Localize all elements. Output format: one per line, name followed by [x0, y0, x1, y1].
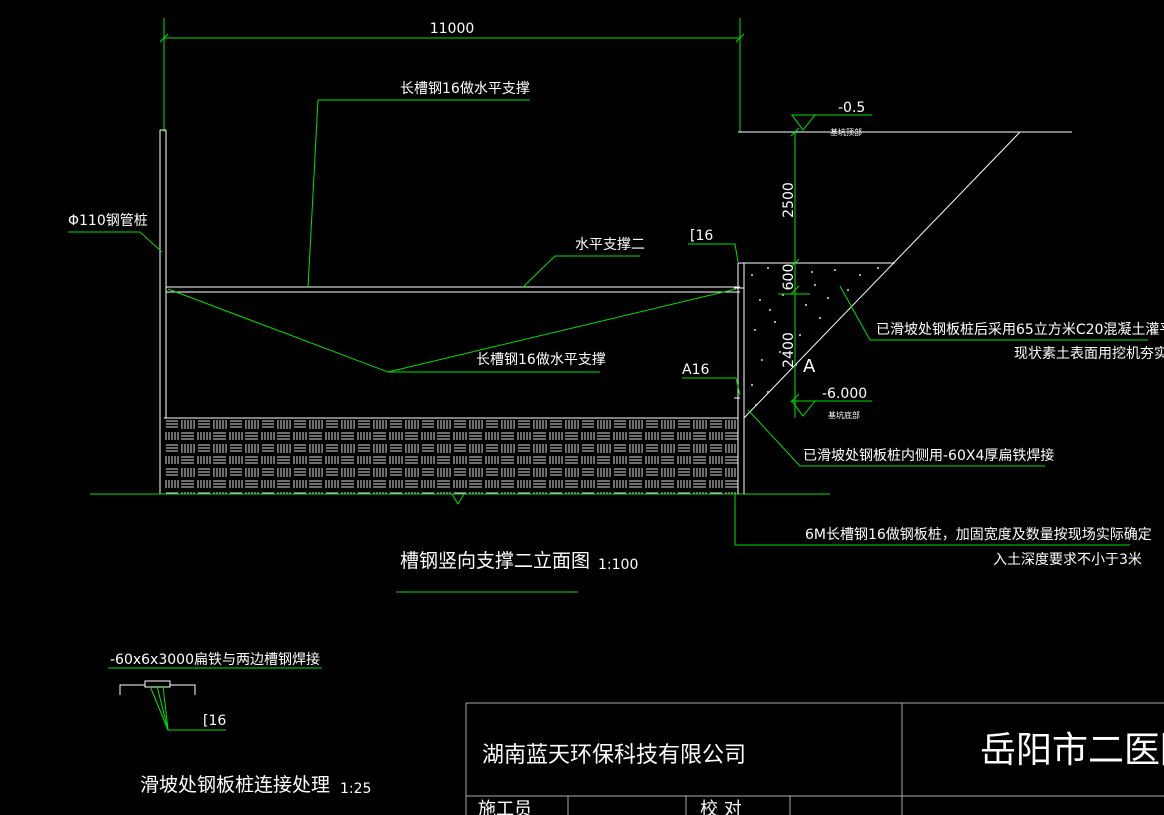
- row-label-2: 校 对: [700, 799, 742, 815]
- company-name: 湖南蓝天环保科技有限公司: [482, 743, 746, 768]
- level-bottom-note: 基坑底部: [828, 410, 860, 420]
- level-bottom-text: -6.000: [822, 386, 867, 402]
- leader-pipe-pile: Φ110钢管桩: [68, 212, 163, 253]
- level-marker-bottom: -6.000 基坑底部: [791, 386, 872, 420]
- project-name: 岳阳市二医院: [980, 730, 1164, 771]
- detail-title: 滑坡处钢板桩连接处理: [140, 774, 330, 796]
- soil-hatch: [164, 417, 738, 494]
- level-top-note: 基坑顶部: [830, 127, 862, 137]
- row-label-1: 施工员: [478, 799, 532, 815]
- sheet-pile-right: [734, 262, 745, 494]
- label-a16: A16: [682, 362, 709, 378]
- elevation-scale: 1:100: [598, 557, 638, 573]
- leader-a16: A16: [682, 362, 741, 396]
- note-sheet-pile-line2: 入土深度要求不小于3米: [993, 552, 1142, 568]
- detail-note: -60x6x3000扁铁与两边槽钢焊接: [110, 651, 320, 668]
- label-horizontal-support-2: 水平支撑二: [575, 237, 645, 253]
- detail-scale: 1:25: [340, 781, 371, 797]
- leader-horizontal-support: 水平支撑二: [521, 237, 645, 289]
- v-bracing: [167, 288, 737, 373]
- note-sheet-pile-line1: 6M长槽钢16做钢板桩，加固宽度及数量按现场实际确定: [805, 526, 1152, 543]
- leader-long-channel-mid: 长槽钢16做水平支撑: [388, 352, 606, 373]
- title-block: 湖南蓝天环保科技有限公司 岳阳市二医院 施工员 校 对: [465, 702, 1164, 815]
- level-top-text: -0.5: [838, 100, 865, 116]
- slope-profile: [738, 131, 1072, 419]
- label-long-channel-mid: 长槽钢16做水平支撑: [476, 352, 606, 368]
- concrete-fill: [751, 267, 879, 406]
- vertical-dimensions: 2500 600 2400: [778, 127, 810, 418]
- horizontal-strut: [166, 286, 740, 293]
- dimension-11000: 11000: [159, 18, 745, 132]
- dim-600-text: 600: [781, 264, 797, 291]
- leader-sheet-pile: 6M长槽钢16做钢板桩，加固宽度及数量按现场实际确定 入土深度要求不小于3米: [734, 494, 1152, 568]
- note-concrete-line2: 现状素土表面用挖机夯实: [1014, 346, 1164, 362]
- leader-flat-iron: 已滑坡处钢板桩内侧用-60X4厚扁铁焊接: [747, 409, 1054, 467]
- elevation-title-block: 槽钢竖向支撑二立面图 1:100: [396, 550, 638, 593]
- note-concrete-line1: 已滑坡处钢板桩后采用65立方米C20混凝土灌平: [876, 321, 1164, 338]
- label-channel-c16: [16: [690, 228, 713, 244]
- leader-c16: [16: [688, 228, 739, 263]
- label-long-channel-top: 长槽钢16做水平支撑: [400, 81, 530, 97]
- label-pipe-pile: Φ110钢管桩: [68, 212, 148, 229]
- detail-c16: [16: [203, 713, 226, 729]
- dim-11000-text: 11000: [430, 21, 475, 37]
- note-flat-iron: 已滑坡处钢板桩内侧用-60X4厚扁铁焊接: [803, 447, 1054, 464]
- label-section-a: A: [803, 356, 816, 377]
- leader-long-channel-top: 长槽钢16做水平支撑: [307, 81, 530, 289]
- level-marker-top: -0.5 基坑顶部: [791, 100, 872, 137]
- dim-2400-text: 2400: [781, 332, 797, 368]
- elevation-title: 槽钢竖向支撑二立面图: [400, 550, 590, 572]
- leader-concrete-note: 已滑坡处钢板桩后采用65立方米C20混凝土灌平 现状素土表面用挖机夯实: [839, 285, 1164, 362]
- connection-detail: -60x6x3000扁铁与两边槽钢焊接 [16 滑坡处钢板桩连接处理 1:25: [108, 651, 371, 797]
- dim-2500-text: 2500: [781, 182, 797, 218]
